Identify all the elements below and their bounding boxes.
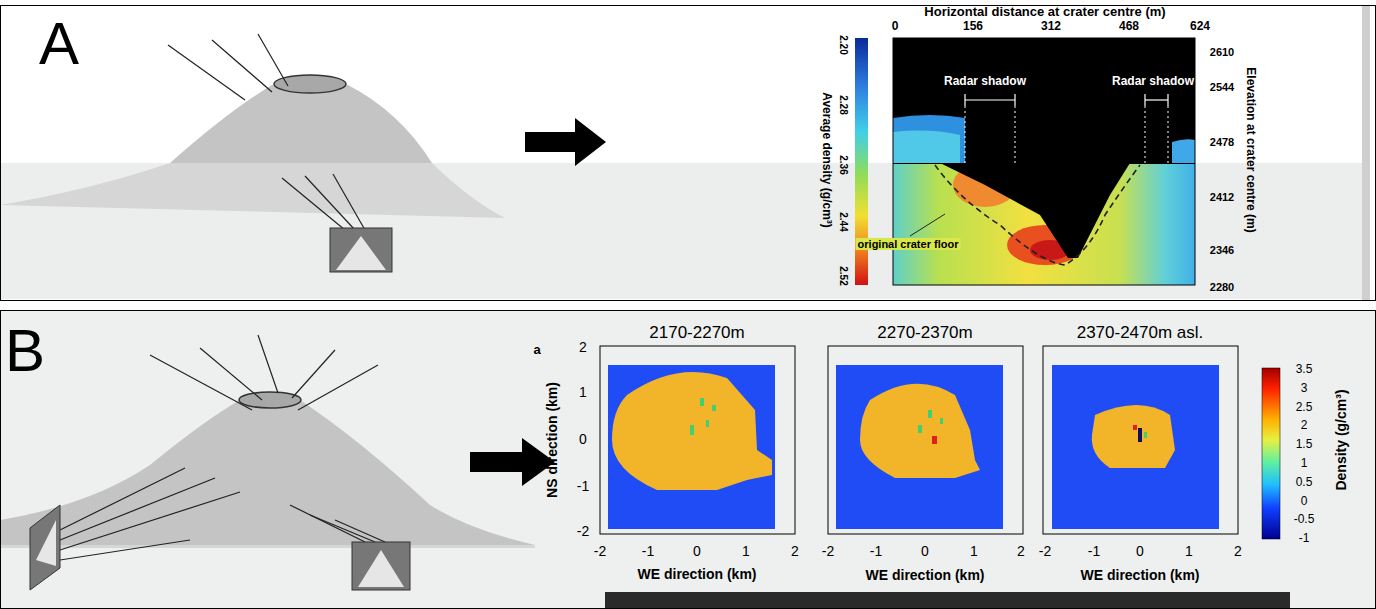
tick-label: 1 [579,385,587,400]
tick-label: 1.5 [1296,439,1313,452]
axis-title: Elevation at crater centre (m) [1243,67,1256,232]
tick-label: -1 [577,479,589,494]
tick-label: -1 [870,544,882,559]
slice-title: 2270-2370m [877,324,972,343]
tick-label: -1 [1088,544,1100,559]
tick-label: 3.5 [1296,363,1313,376]
tick-label: -2 [822,544,834,559]
tick-label: 0 [1301,495,1308,508]
tick-label: 312 [1041,20,1061,33]
plot-annotation: Radar shadow [944,75,1026,88]
tick-label: 0 [892,20,899,33]
slice-title: 2170-2270m [649,324,744,343]
tick-label: 1 [1301,457,1308,470]
plot-annotation: original crater floor [856,238,961,250]
colorbar-title: Density (g/cm³) [1334,389,1349,490]
tick-label: -2 [1039,544,1051,559]
tick-label: 2 [1234,544,1242,559]
tick-label: -1 [642,544,654,559]
figure-panel: A [0,5,1376,301]
tick-label: 0.5 [1296,476,1313,489]
axis-title: WE direction (km) [865,568,984,583]
axis-title: Horizontal distance at crater centre (m) [924,5,1165,19]
tick-label: 2280 [1210,281,1234,293]
panel-letter: A [39,11,79,77]
tick-label: -2 [594,544,606,559]
tick-label: 2.44 [838,212,849,231]
tick-label: 2346 [1210,244,1234,256]
tick-label: 3 [1301,382,1308,395]
figure-panel: B [0,310,1376,609]
tick-label: 2.28 [838,95,849,114]
tick-label: 2412 [1210,191,1234,203]
subplot-letter: a [533,343,540,357]
tick-label: 624 [1190,20,1210,33]
tick-label: -2 [577,524,589,539]
tick-label: 2 [579,340,587,355]
tick-label: 2.52 [838,266,849,285]
tick-label: -0.5 [1294,514,1315,527]
tick-label: 2 [791,544,799,559]
tick-label: 2.5 [1296,401,1313,414]
tick-label: -1 [1299,533,1310,546]
tick-label: 0 [579,432,587,447]
tick-label: 2.36 [838,155,849,174]
tick-label: 2 [1301,420,1308,433]
tick-label: 0 [693,544,701,559]
colorbar-title: Average density (g/cm³) [819,92,832,228]
axis-title: NS direction (km) [545,382,560,498]
tick-label: 1 [970,544,978,559]
tick-label: 2 [1017,544,1025,559]
tick-label: 2478 [1210,136,1234,148]
tick-label: 1 [1185,544,1193,559]
panel-letter: B [5,318,45,384]
tick-label: 156 [963,20,983,33]
tick-label: 468 [1119,20,1139,33]
slice-title: 2370-2470m asl. [1077,324,1204,343]
plot-annotation: Radar shadow [1112,75,1194,88]
tick-label: 1 [742,544,750,559]
tick-label: 0 [921,544,929,559]
tick-label: 2610 [1210,46,1234,58]
tick-label: 2544 [1210,81,1234,93]
axis-title: WE direction (km) [637,567,756,582]
tick-label: 2.20 [838,35,849,54]
axis-title: WE direction (km) [1080,568,1199,583]
tick-label: 0 [1136,544,1144,559]
